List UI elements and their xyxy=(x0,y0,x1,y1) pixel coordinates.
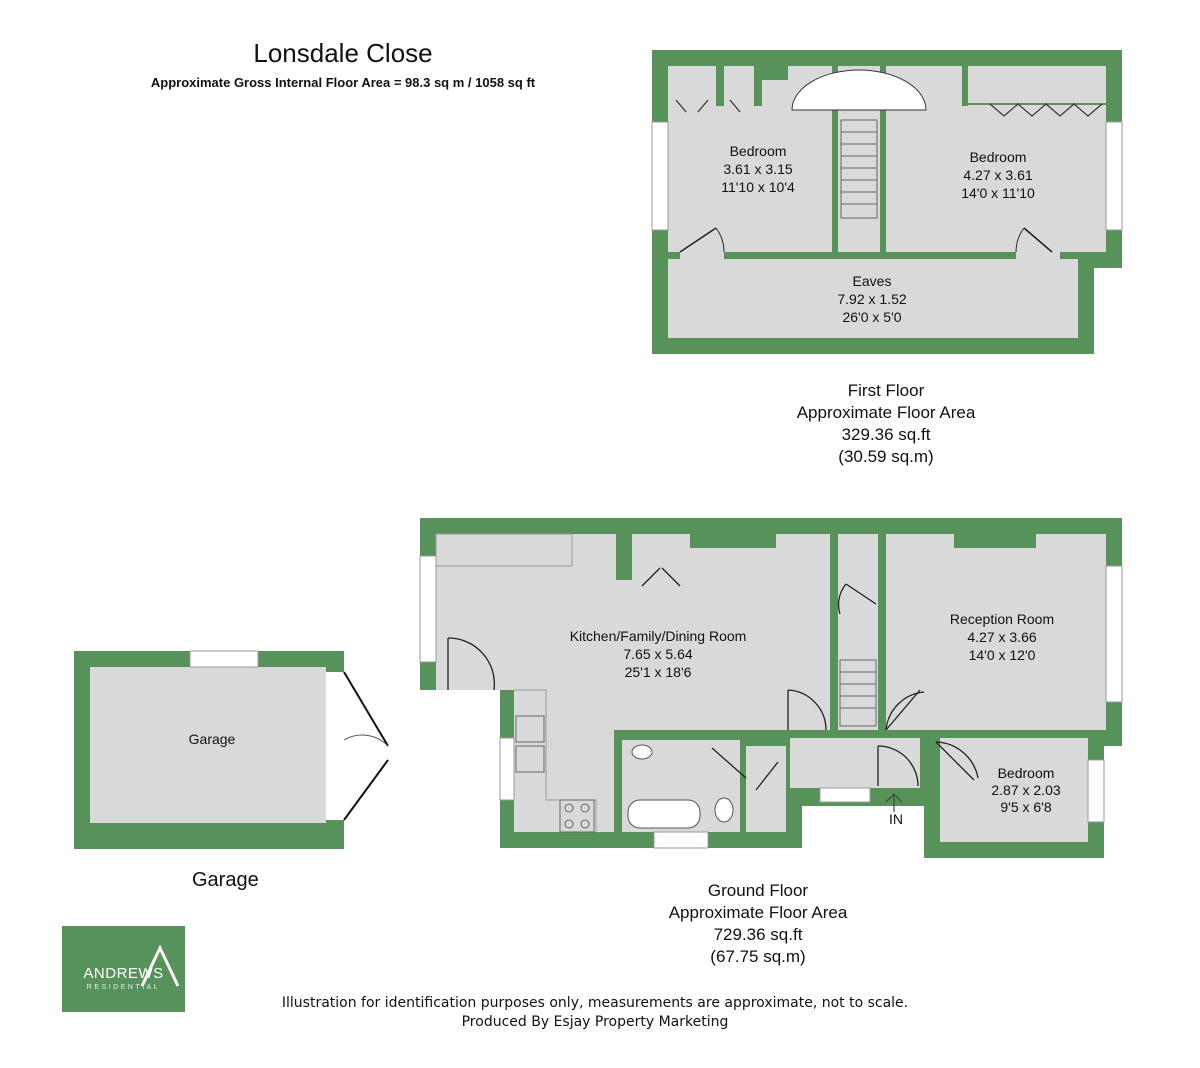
ground-floor-caption: Ground Floor Approximate Floor Area 729.… xyxy=(668,881,848,966)
entrance-label: IN xyxy=(889,811,903,827)
andrews-residential-logo: ANDREWS RESIDENTIAL xyxy=(62,926,185,1012)
gross-area-subtitle: Approximate Gross Internal Floor Area = … xyxy=(150,75,536,90)
kitchen-area xyxy=(436,534,862,832)
ground-floor-stairs xyxy=(839,659,877,727)
window-first-right xyxy=(1105,121,1123,231)
first-floor-caption: First Floor Approximate Floor Area 329.3… xyxy=(796,381,976,466)
entrance-arrow-icon xyxy=(885,793,903,812)
roof-chevron-icon xyxy=(140,944,180,987)
garage-plan: Garage xyxy=(74,650,389,849)
garage-room-label: Garage xyxy=(189,731,236,747)
disclaimer-line: Illustration for identification purposes… xyxy=(281,995,909,1011)
plan-title: Lonsdale Close xyxy=(253,38,433,68)
logo-subtitle: RESIDENTIAL xyxy=(86,984,161,991)
first-floor-stairs xyxy=(840,119,878,219)
logo-wordmark: ANDREWS xyxy=(83,965,164,982)
garage-caption: Garage xyxy=(192,869,259,891)
hall-area xyxy=(838,534,878,730)
ground-bedroom-area xyxy=(940,738,1088,842)
garage-window xyxy=(189,650,259,668)
reception-area xyxy=(886,534,1106,730)
eaves-area xyxy=(668,259,1078,338)
producer-line: Produced By Esjay Property Marketing xyxy=(461,1014,729,1030)
window-first-left xyxy=(651,121,669,231)
